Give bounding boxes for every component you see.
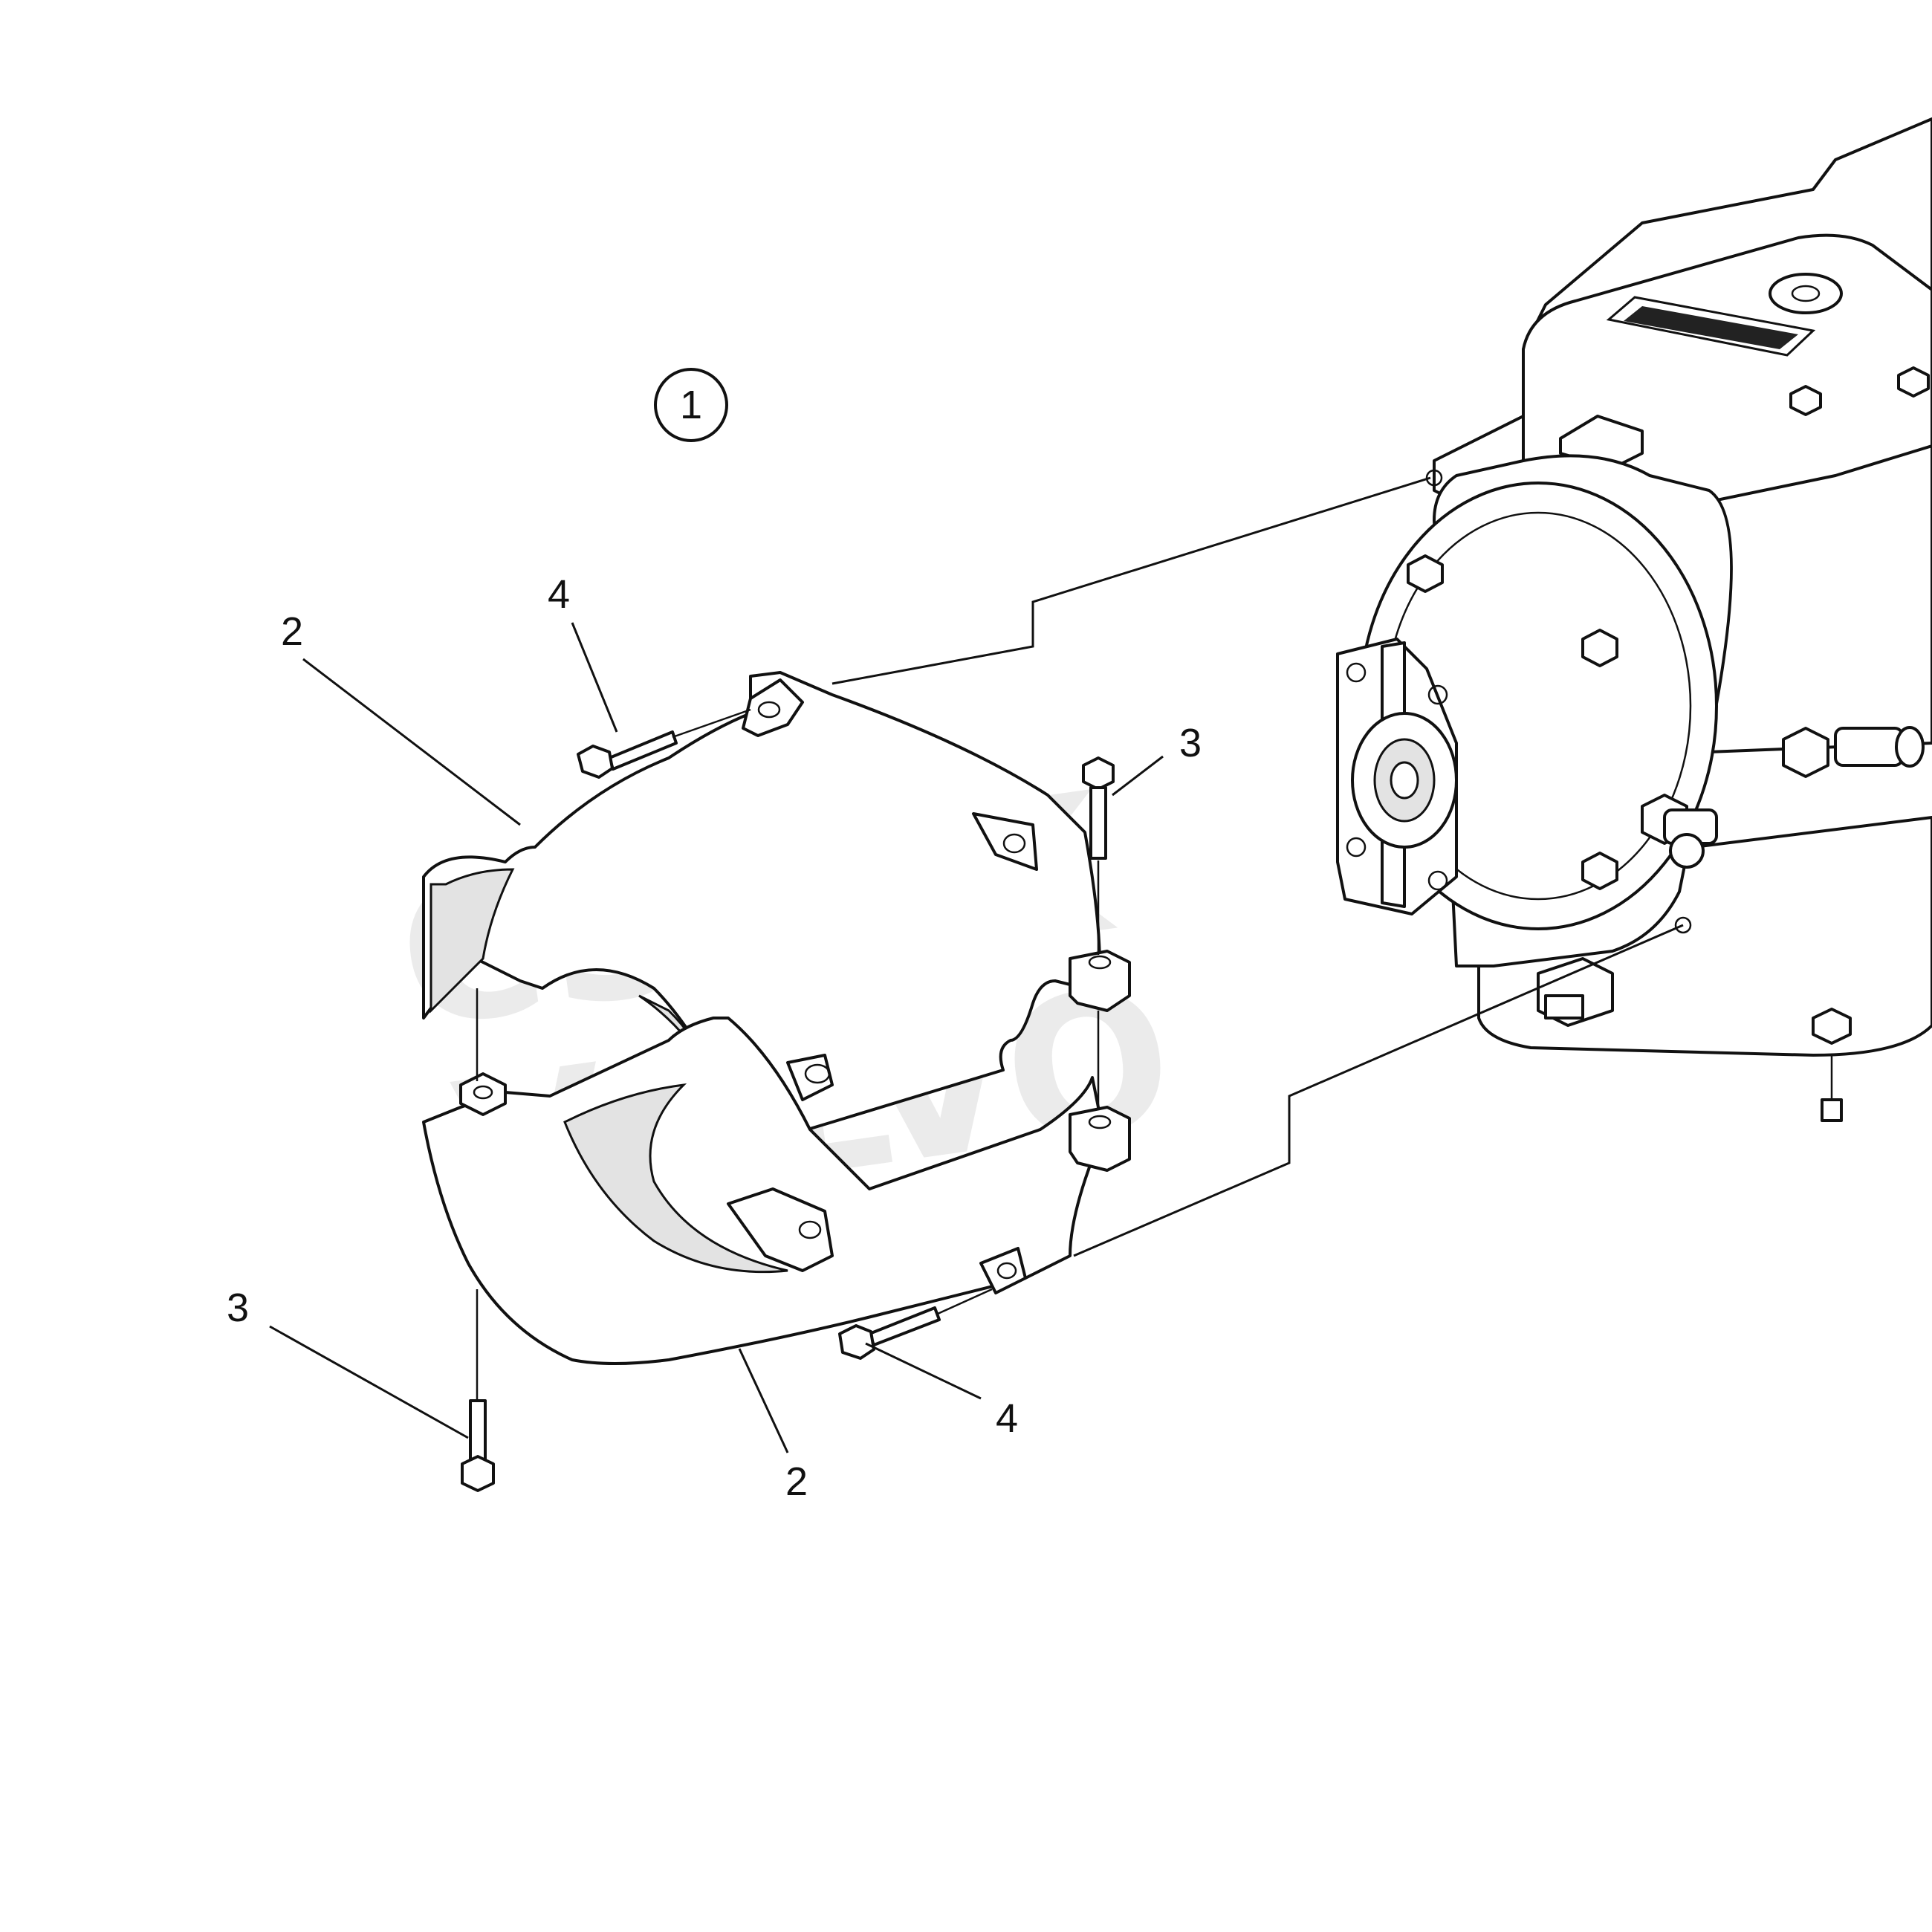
callout-label: 3 <box>227 1286 249 1330</box>
assembly-line-lower <box>1073 924 1684 1257</box>
housing-bolt <box>1789 385 1822 416</box>
callout-3-bottom: 3 <box>227 1286 469 1439</box>
callout-4-bottom: 4 <box>865 1342 1018 1441</box>
flange-bolt <box>1581 852 1618 890</box>
callout-label: 2 <box>785 1459 808 1504</box>
cover-half-upper <box>422 671 1101 1146</box>
callout-3-right: 3 <box>1112 721 1202 797</box>
speed-sensor <box>1537 957 1614 1027</box>
flange-bolt <box>1407 554 1444 593</box>
hose-fitting <box>1641 794 1718 869</box>
bolt-3-lower <box>461 988 495 1492</box>
assembly-number: 1 <box>680 383 702 427</box>
callout-label: 3 <box>1179 721 1202 765</box>
callout-4-top: 4 <box>548 572 618 733</box>
callout-label: 4 <box>996 1396 1018 1441</box>
callout-2-bottom: 2 <box>738 1348 808 1504</box>
housing-bolt <box>1897 366 1930 398</box>
assembly-line-upper <box>832 476 1431 685</box>
cover-half-lower <box>422 1017 1101 1365</box>
bolt-4-lower <box>838 1288 993 1360</box>
callout-label: 2 <box>281 609 303 654</box>
cover-bolt-pad-upper <box>1069 950 1131 1012</box>
name-plate <box>1606 296 1816 357</box>
assembly-number-badge: 1 <box>654 368 728 442</box>
transmission-housing <box>1336 117 1932 1122</box>
housing-bolt <box>1812 1008 1852 1045</box>
hose-fitting <box>1782 726 1925 778</box>
callout-label: 4 <box>548 572 570 617</box>
callout-2-top: 2 <box>281 609 521 826</box>
output-yoke <box>1336 638 1458 915</box>
cover-bolt-pad-lower <box>1069 1106 1131 1172</box>
bolt-4-upper <box>577 708 751 779</box>
bolt-3-upper <box>1082 756 1115 1107</box>
flange-bolt <box>1581 629 1618 667</box>
